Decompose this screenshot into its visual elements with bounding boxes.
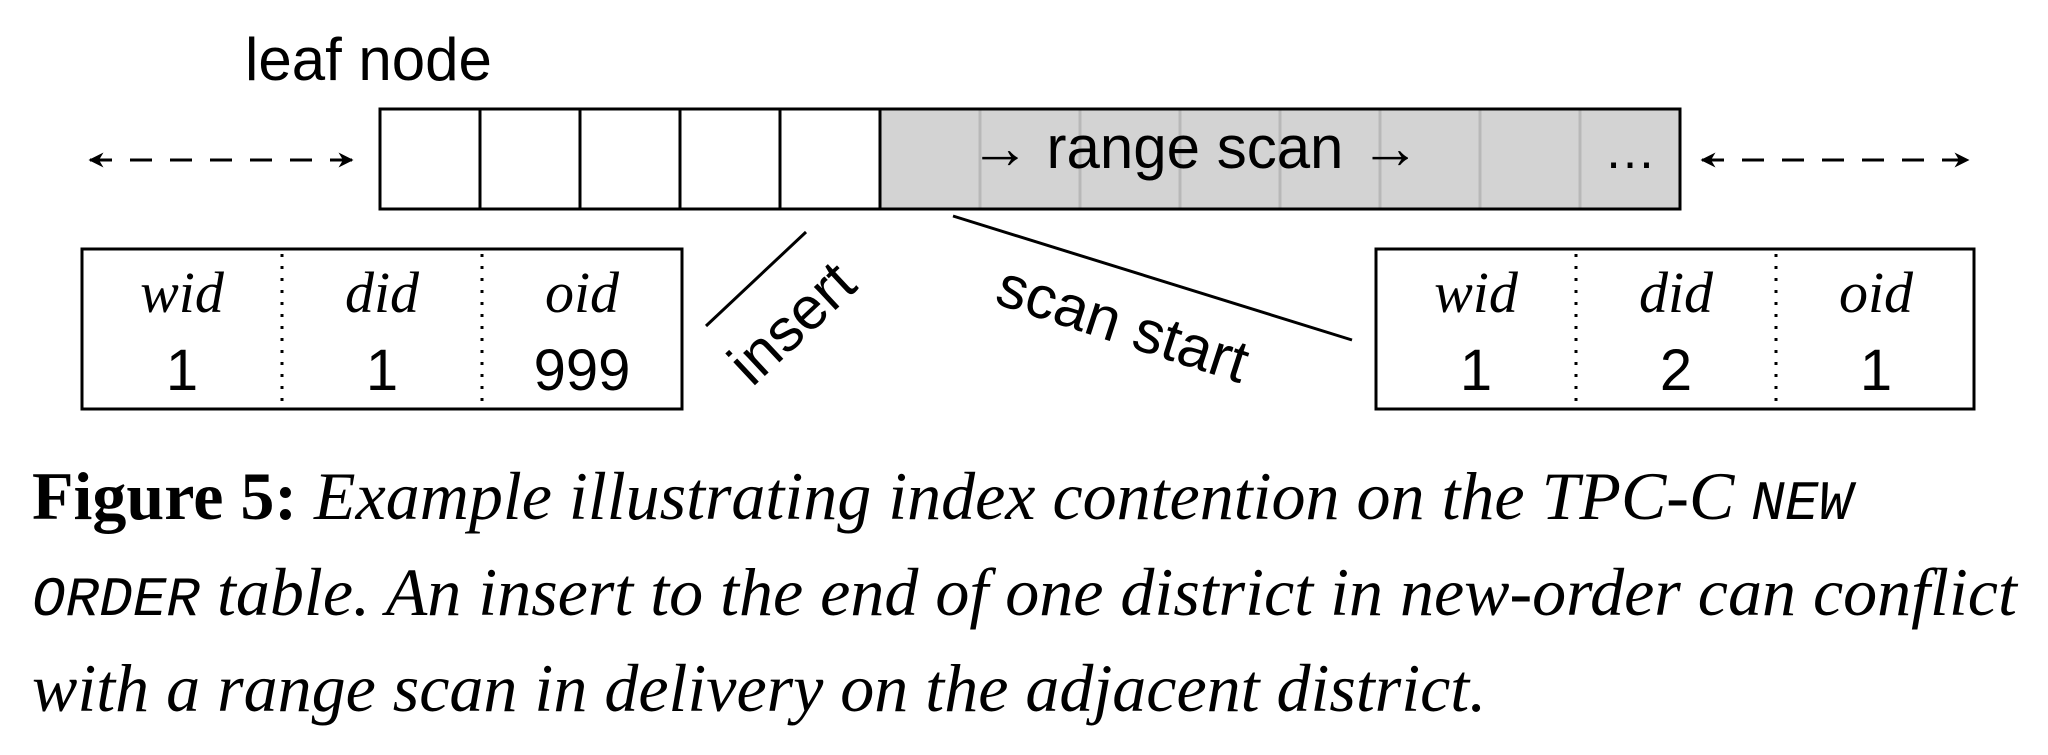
key-header-wid: wid [1434,260,1519,325]
caption-text-part1: Example illustrating index contention on… [314,458,1735,534]
key-value-did: 2 [1660,338,1692,403]
index-contention-diagram: leaf node → range scan → … wid did oid [80,26,1976,411]
key-value-oid: 999 [534,338,631,403]
caption-table-name: NEW ORDER [32,472,1853,632]
key-header-did: did [1639,260,1714,325]
key-header-oid: oid [545,260,620,325]
key-header-wid: wid [140,260,225,325]
leaf-cell [478,107,582,211]
caption-text-part2: table. An insert to the end of one distr… [32,554,2017,726]
insert-annotation: insert [704,230,868,398]
range-scan-label: → range scan → [970,114,1420,181]
leaf-cell [678,107,782,211]
leaf-node: → range scan → … [378,107,1682,211]
key-header-did: did [345,260,420,325]
leaf-cell [378,107,482,211]
scan-start-label: scan start [989,252,1257,396]
key-value-wid: 1 [166,338,198,403]
key-value-wid: 1 [1460,338,1492,403]
leaf-node-label: leaf node [245,26,492,93]
key-value-oid: 1 [1860,338,1892,403]
ellipsis-label: … [1604,122,1656,180]
right-key-box: wid did oid 1 2 1 [1374,247,1976,411]
scan-start-annotation: scan start [952,214,1353,396]
figure-label: Figure 5: [32,458,298,534]
key-value-did: 1 [366,338,398,403]
insert-label: insert [715,248,868,397]
leaf-cell [778,107,882,211]
leaf-cell [578,107,682,211]
figure-caption: Figure 5: Example illustrating index con… [32,452,2022,732]
key-header-oid: oid [1839,260,1914,325]
insert-pointer-line [704,230,808,328]
scan-start-pointer-line [952,214,1353,342]
left-key-box: wid did oid 1 1 999 [80,247,684,411]
